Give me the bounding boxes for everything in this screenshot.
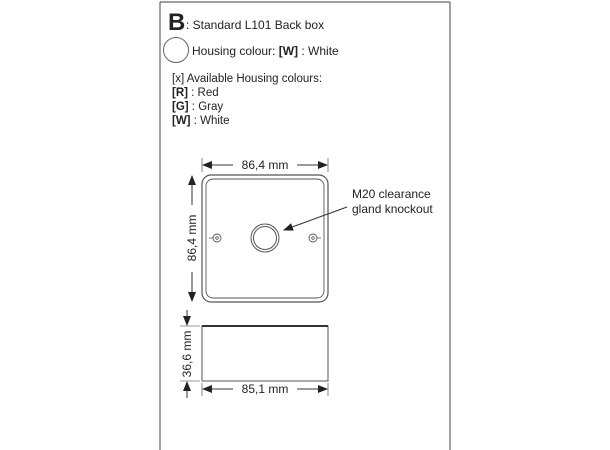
colour-option-red: [R] : Red	[172, 87, 219, 99]
side-height-label: 36,6 mm	[180, 331, 194, 378]
section-letter: B	[168, 9, 185, 36]
callout-line-2: gland knockout	[352, 202, 433, 216]
callout-arrow	[283, 206, 348, 231]
colour-swatch	[163, 37, 189, 63]
side-width-label: 85,1 mm	[242, 382, 289, 396]
top-width-dimension	[201, 158, 329, 172]
panel-frame	[159, 1, 451, 450]
top-width-label: 86,4 mm	[242, 158, 289, 172]
top-height-label: 86,4 mm	[185, 215, 199, 262]
callout-line-1: M20 clearance	[352, 187, 431, 201]
housing-colour: Housing colour: [W] : White	[192, 44, 339, 58]
available-heading: [x] Available Housing colours:	[172, 73, 322, 85]
top-view	[201, 174, 329, 303]
side-view	[201, 325, 329, 382]
colour-option-white: [W] : White	[172, 115, 230, 127]
screw-hole-left-icon	[209, 233, 222, 243]
section-title: : Standard L101 Back box	[186, 18, 324, 32]
colour-option-gray: [G] : Gray	[172, 101, 223, 113]
knockout-icon	[250, 223, 280, 253]
side-height-dimension	[180, 310, 200, 398]
screw-hole-right-icon	[308, 233, 321, 243]
side-width-dimension	[201, 383, 329, 396]
